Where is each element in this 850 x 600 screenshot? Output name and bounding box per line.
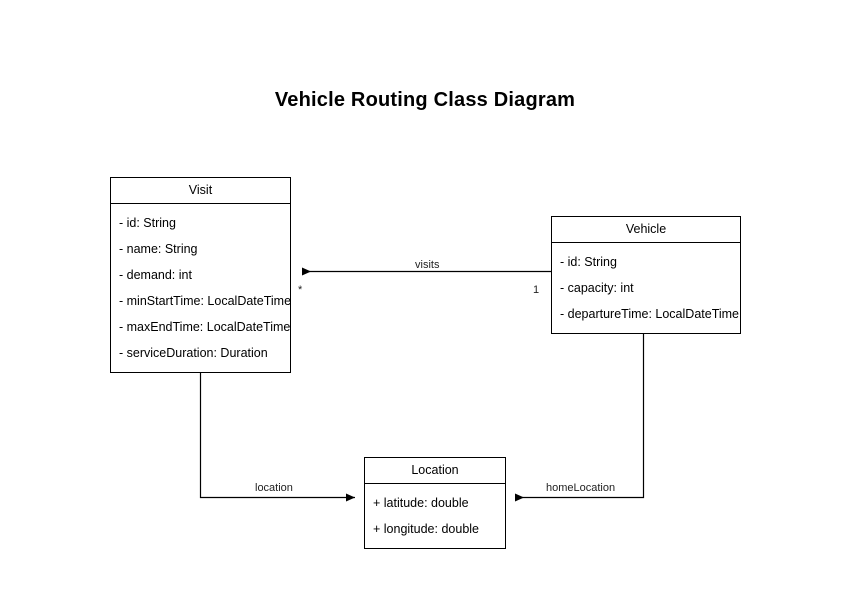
uml-attribute: - id: String bbox=[119, 216, 176, 230]
edge-homelocation-line bbox=[515, 321, 645, 502]
uml-attribute: - maxEndTime: LocalDateTime bbox=[119, 320, 291, 334]
uml-class-vehicle-name: Vehicle bbox=[552, 217, 740, 243]
page-title: Vehicle Routing Class Diagram bbox=[274, 89, 576, 111]
edge-multiplicity-visit: * bbox=[298, 284, 303, 296]
edge-location-line bbox=[199, 362, 355, 502]
edge-label-homelocation: homeLocation bbox=[546, 482, 616, 494]
uml-attribute: - serviceDuration: Duration bbox=[119, 346, 268, 360]
uml-class-location[interactable]: Location + latitude: double + longitude:… bbox=[364, 457, 506, 549]
edge-multiplicity-vehicle: 1 bbox=[533, 284, 540, 296]
uml-class-location-name: Location bbox=[365, 458, 505, 484]
uml-class-visit-attributes: - id: String - name: String - demand: in… bbox=[111, 204, 292, 372]
edge-label-location: location bbox=[255, 482, 293, 494]
edge-label-visits: visits bbox=[415, 259, 440, 271]
uml-attribute: - name: String bbox=[119, 242, 198, 256]
uml-class-location-attributes: + latitude: double + longitude: double bbox=[365, 484, 505, 548]
edge-location bbox=[199, 362, 355, 502]
uml-attribute: - id: String bbox=[560, 255, 617, 269]
uml-attribute: - departureTime: LocalDateTime bbox=[560, 307, 740, 321]
uml-attribute: + latitude: double bbox=[373, 496, 469, 510]
uml-attribute: - capacity: int bbox=[560, 281, 634, 295]
uml-class-visit[interactable]: Visit - id: String - name: String - dema… bbox=[110, 177, 291, 373]
uml-class-vehicle[interactable]: Vehicle - id: String - capacity: int - d… bbox=[551, 216, 741, 334]
uml-attribute: - demand: int bbox=[119, 268, 192, 282]
uml-attribute: + longitude: double bbox=[373, 522, 479, 536]
uml-class-visit-name: Visit bbox=[111, 178, 290, 204]
uml-class-vehicle-attributes: - id: String - capacity: int - departure… bbox=[552, 243, 740, 333]
edge-homelocation bbox=[515, 321, 645, 502]
uml-attribute: - minStartTime: LocalDateTime bbox=[119, 294, 292, 308]
